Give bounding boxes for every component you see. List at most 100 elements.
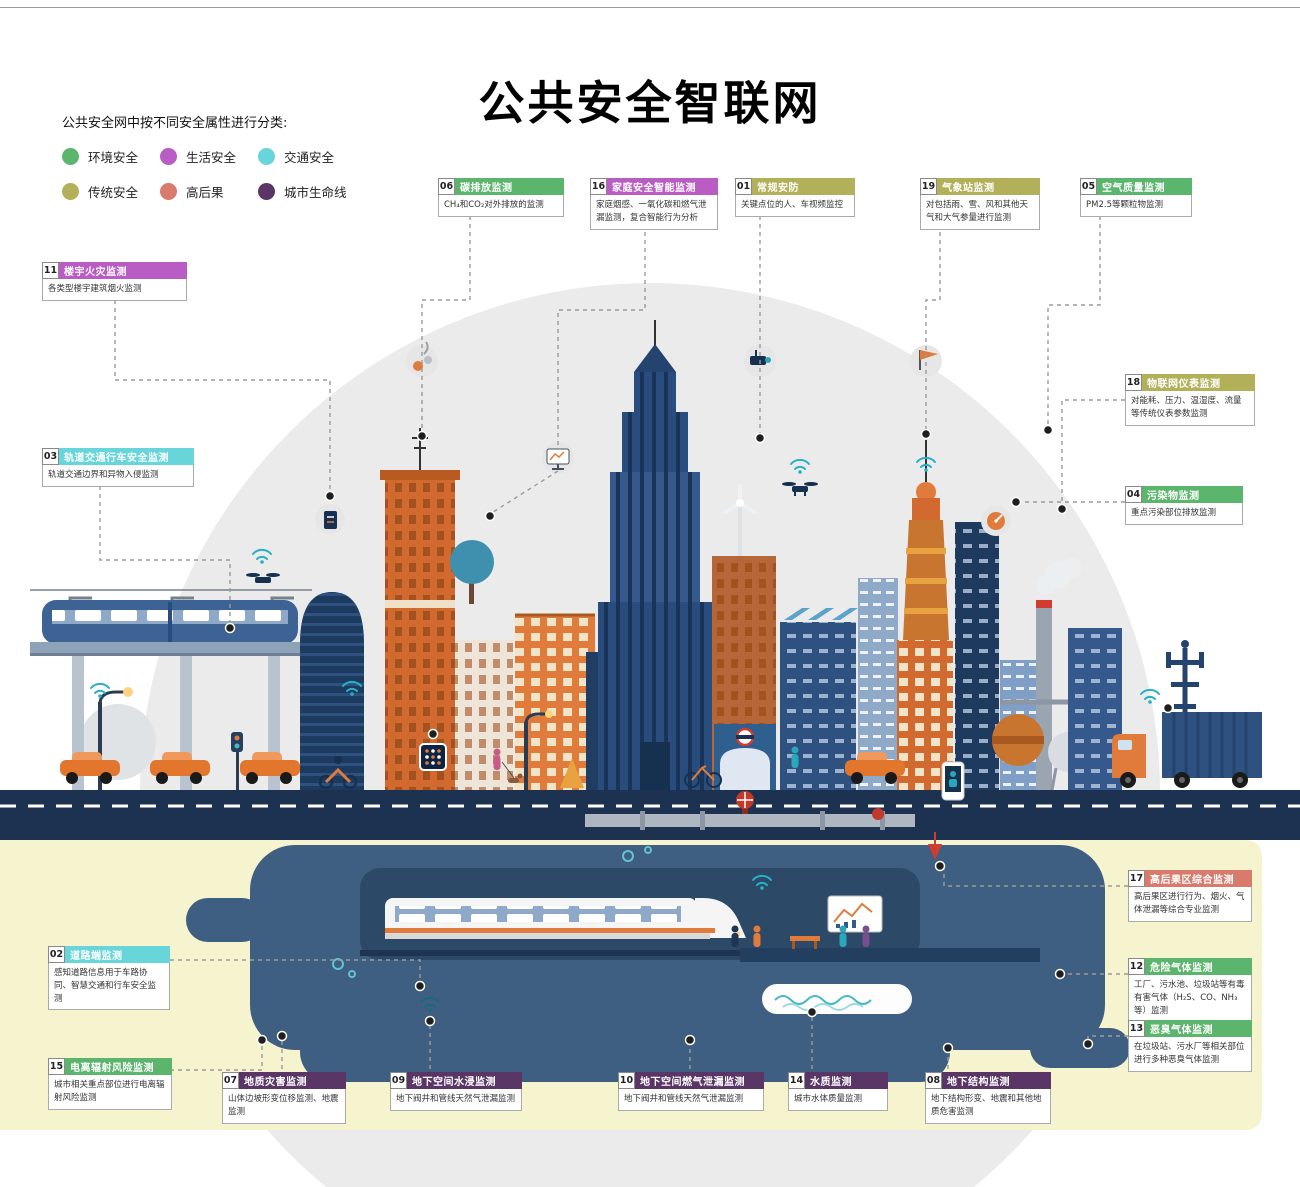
callout-number: 06 xyxy=(438,178,455,195)
callout-description: 工厂、污水池、垃圾站等有毒有害气体（H₂S、CO、NH₃等）监测 xyxy=(1128,975,1252,1023)
legend-label: 公共安全网中按不同安全属性进行分类: xyxy=(62,116,288,131)
callout-title: 地下结构监测 xyxy=(942,1072,1051,1089)
callout-description: 对能耗、压力、温湿度、流量等传统仪表参数监测 xyxy=(1125,391,1255,426)
callout-number: 04 xyxy=(1125,486,1142,503)
soil-bubbles xyxy=(332,846,652,978)
callout-description: 轨道交通边界和异物入侵监测 xyxy=(42,465,194,487)
callout-title: 空气质量监测 xyxy=(1097,178,1192,195)
callout-title: 物联网仪表监测 xyxy=(1142,374,1255,391)
vehicles-and-people xyxy=(60,712,1262,790)
metro-entrance xyxy=(714,724,776,790)
orange-car-right xyxy=(845,752,905,784)
connector-15 xyxy=(170,1044,263,1071)
legend-item-life: 生活安全 xyxy=(160,147,258,166)
connector-11 xyxy=(114,300,331,492)
callout-description: 山体边坡形变位移监测、地震监测 xyxy=(222,1089,346,1124)
callout-title: 污染物监测 xyxy=(1142,486,1243,503)
top-divider xyxy=(0,7,1300,8)
wind-turbine xyxy=(722,484,758,556)
legend-text: 生活安全 xyxy=(186,150,237,165)
callout-description: PM2.5等颗粒物监测 xyxy=(1080,195,1192,217)
callout-description: 在垃圾站、污水厂等相关部位进行多种恶臭气体监测 xyxy=(1128,1037,1252,1072)
callout-title: 水质监测 xyxy=(805,1072,888,1089)
legend-item-traditional: 传统安全 xyxy=(62,182,160,201)
solar-roof-building xyxy=(780,608,858,790)
callout-number: 05 xyxy=(1080,178,1097,195)
callout-title: 地下空间水浸监测 xyxy=(407,1072,522,1089)
callout-number: 16 xyxy=(590,178,607,195)
callout-number: 12 xyxy=(1128,958,1145,975)
callout-description: 各类型楼宇建筑烟火监测 xyxy=(42,279,187,301)
callout-number: 11 xyxy=(42,262,59,279)
legend-dot-traditional xyxy=(62,183,79,200)
connector-05 xyxy=(1047,200,1101,426)
connector-16 xyxy=(557,200,646,445)
blue-tree xyxy=(450,540,494,604)
orange-midrise xyxy=(515,613,595,790)
callout-description: 对包括雨、雪、风和其他天气和大气参量进行监测 xyxy=(920,195,1040,230)
callout-description: 城市水体质量监测 xyxy=(788,1089,888,1111)
legend-dot-life xyxy=(160,148,177,165)
legend-item-lifeline: 城市生命线 xyxy=(258,182,370,201)
callout-description: 城市相关重点部位进行电离辐射风险监测 xyxy=(48,1075,172,1110)
callout-description: 关键点位的人、车视频监控 xyxy=(735,195,855,217)
street-lamp-mid xyxy=(524,710,584,790)
callout-number: 19 xyxy=(920,178,937,195)
connector-19 xyxy=(925,200,941,430)
legend-item-high-consequence: 高后果 xyxy=(160,182,258,201)
sensor-node-dots xyxy=(224,424,1174,1054)
drone-left-icon xyxy=(246,573,280,583)
cargo-truck xyxy=(1112,712,1262,788)
taxi-2 xyxy=(150,752,210,784)
connector-17 xyxy=(943,868,1128,887)
navy-tall-building xyxy=(955,522,999,790)
callout-number: 18 xyxy=(1125,374,1142,391)
callout-number: 08 xyxy=(925,1072,942,1089)
bicycle xyxy=(684,765,722,788)
callout-title: 气象站监测 xyxy=(937,178,1040,195)
pipe-valve-icon xyxy=(736,791,754,814)
legend-text: 传统安全 xyxy=(88,185,139,200)
connector-03 xyxy=(99,470,231,624)
callout-title: 地质灾害监测 xyxy=(239,1072,346,1089)
meter-icon xyxy=(315,504,345,534)
legend-dot-environment xyxy=(62,148,79,165)
wifi-signal-icons xyxy=(90,456,1160,1012)
legend-grid: 环境安全 生活安全 交通安全 传统安全 高后果 城市生命线 xyxy=(62,147,370,201)
callout-number: 14 xyxy=(788,1072,805,1089)
callout-description: 家庭烟感、一氧化碳和燃气泄漏监测，复合智能行为分析 xyxy=(590,195,718,230)
legend: 公共安全网中按不同安全属性进行分类: 环境安全 生活安全 交通安全 传统安全 高… xyxy=(62,112,370,201)
callout-description: CH₄和CO₂对外排放的监测 xyxy=(438,195,564,217)
callout-number: 13 xyxy=(1128,1020,1145,1037)
central-skyscraper xyxy=(586,320,724,790)
callout-number: 15 xyxy=(48,1058,65,1075)
legend-dot-high-consequence xyxy=(160,183,177,200)
legend-item-environment: 环境安全 xyxy=(62,147,160,166)
legend-text: 交通安全 xyxy=(284,150,335,165)
callout-title: 常规安防 xyxy=(752,178,855,195)
legend-dot-traffic xyxy=(258,148,275,165)
legend-dot-lifeline xyxy=(258,183,275,200)
page-title: 公共安全智联网 xyxy=(478,75,822,130)
underground xyxy=(0,791,1262,1130)
callout-title: 电离辐射风险监测 xyxy=(65,1058,172,1075)
windsock-icon xyxy=(910,345,942,377)
cream-building xyxy=(455,640,513,790)
smartphone-icon xyxy=(941,761,965,801)
street-lamp-left xyxy=(98,687,133,790)
callout-number: 09 xyxy=(390,1072,407,1089)
